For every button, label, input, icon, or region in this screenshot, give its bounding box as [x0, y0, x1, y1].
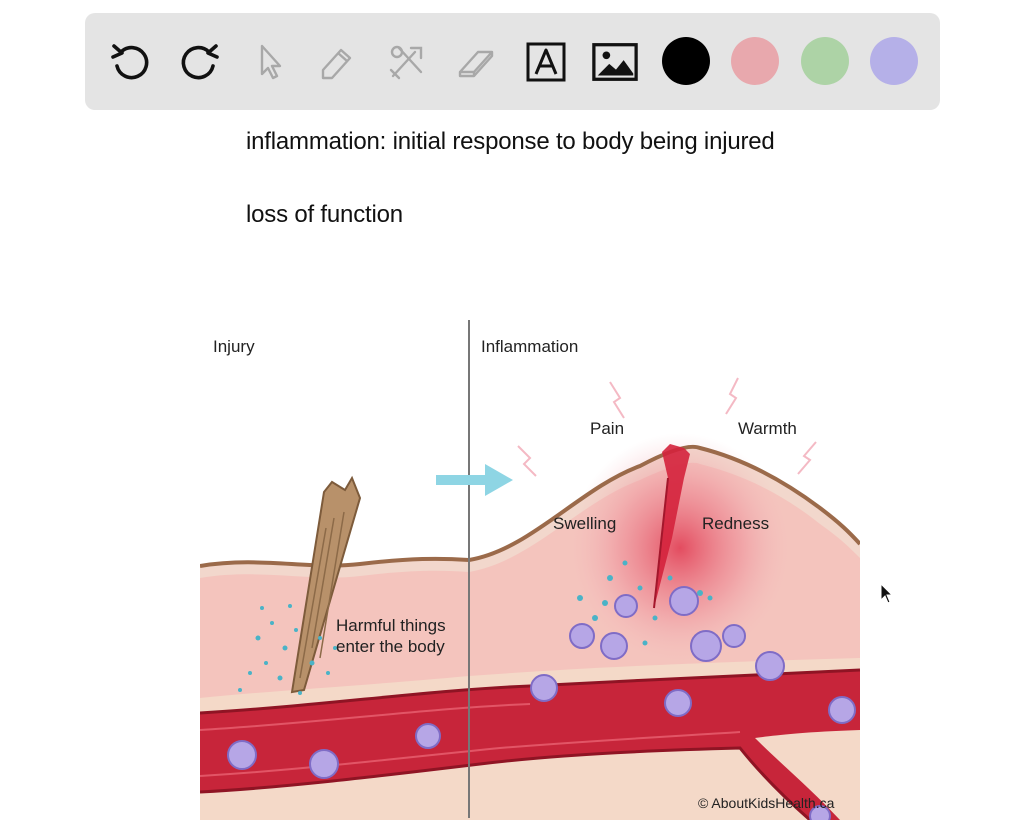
tools-button[interactable] — [383, 38, 431, 86]
inflammation-heading: Inflammation — [481, 337, 578, 356]
pencil-button[interactable] — [313, 38, 361, 86]
color-swatch-black[interactable] — [662, 37, 710, 85]
color-swatch-green[interactable] — [801, 37, 849, 85]
harmful-label-line1: Harmful things — [336, 616, 446, 635]
injury-heading: Injury — [213, 337, 255, 356]
redness-label: Redness — [702, 514, 769, 533]
select-arrow-icon — [260, 44, 282, 80]
color-swatch-lavender[interactable] — [870, 37, 918, 85]
eraser-icon — [458, 50, 494, 78]
color-swatch-pink[interactable] — [731, 37, 779, 85]
image-button[interactable] — [591, 38, 639, 86]
blood-vessel — [200, 668, 860, 820]
inflammation-diagram: Injury Inflammation Harmful things enter… — [200, 318, 860, 820]
drawing-toolbar — [85, 13, 940, 110]
harmful-label-line2: enter the body — [336, 637, 445, 656]
right-arrow-icon — [436, 464, 513, 496]
note-line-inflammation: inflammation: initial response to body b… — [246, 128, 775, 155]
image-icon — [592, 43, 638, 81]
redo-icon — [181, 44, 219, 80]
eraser-button[interactable] — [453, 38, 501, 86]
undo-icon — [111, 44, 149, 80]
white-blood-cells — [227, 586, 856, 820]
pencil-icon — [321, 48, 352, 80]
text-button[interactable] — [522, 38, 570, 86]
mouse-cursor-icon — [880, 583, 894, 604]
warmth-label: Warmth — [738, 419, 797, 438]
swelling-label: Swelling — [553, 514, 616, 533]
pain-rays — [517, 377, 817, 477]
credit-label: © AboutKidsHealth.ca — [698, 795, 835, 811]
text-tool-icon — [526, 42, 566, 82]
select-button[interactable] — [245, 38, 293, 86]
tools-icon — [389, 45, 423, 80]
undo-button[interactable] — [107, 38, 155, 86]
splinter — [290, 475, 362, 694]
pain-label: Pain — [590, 419, 624, 438]
wound — [653, 444, 690, 609]
note-line-loss-of-function: loss of function — [246, 201, 403, 228]
redo-button[interactable] — [175, 38, 223, 86]
